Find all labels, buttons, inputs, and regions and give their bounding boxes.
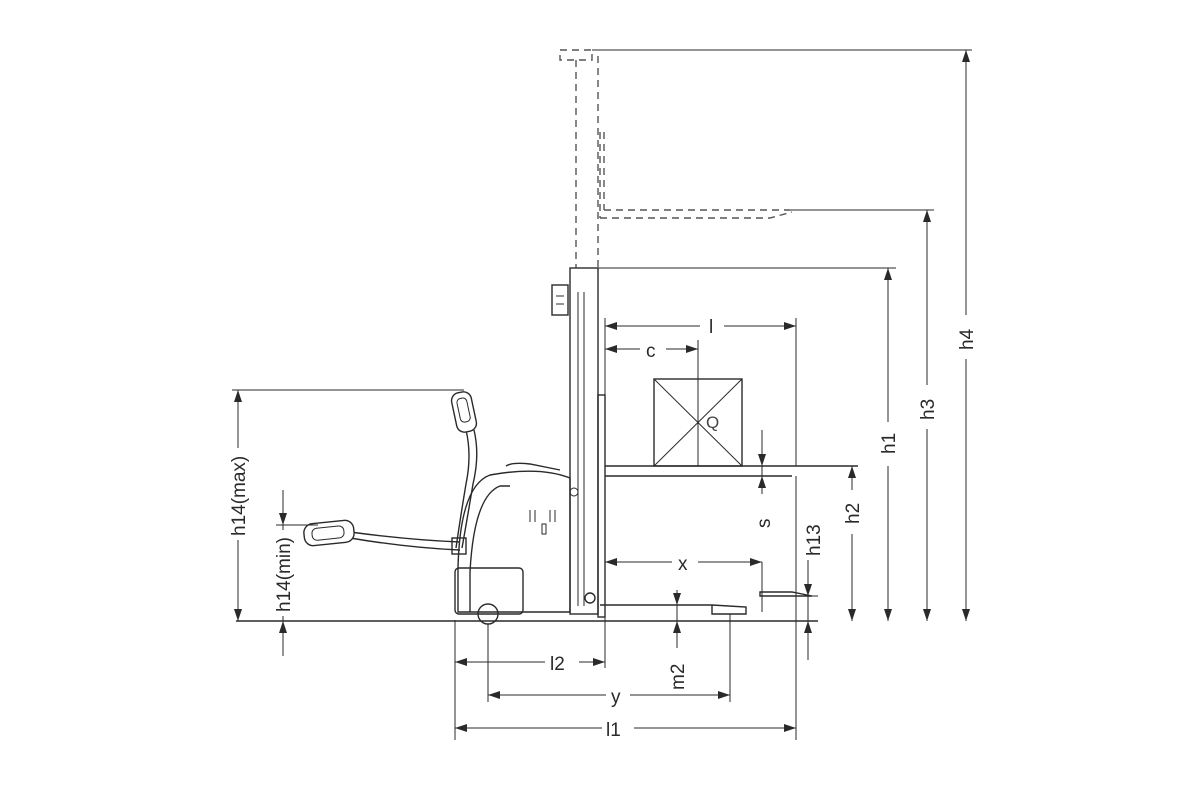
dim-m2: m2 [668, 590, 689, 690]
dim-h4: h4 [592, 49, 978, 621]
dim-y: y [487, 614, 731, 708]
label-h13: h13 [804, 524, 825, 556]
label-h14-max: h14(max) [229, 456, 250, 536]
raised-mast-outline [559, 49, 793, 268]
label-h14-min: h14(min) [274, 537, 295, 612]
label-y: y [611, 687, 621, 708]
load-label: Q [706, 413, 719, 432]
dim-l1: l1 [455, 476, 797, 741]
dim-l2: l2 [454, 614, 606, 740]
dim-x: x [605, 550, 763, 612]
dim-c: c [605, 338, 698, 362]
dim-h14-min: h14(min) [271, 490, 318, 656]
dim-h14-max: h14(max) [226, 389, 464, 621]
label-s: s [754, 519, 775, 529]
truck-body [454, 267, 858, 625]
load-box: Q [653, 340, 743, 467]
label-l1: l1 [606, 720, 621, 741]
label-h4: h4 [957, 328, 978, 350]
dim-l: l [604, 312, 797, 466]
label-h3: h3 [918, 399, 939, 420]
dim-h1: h1 [598, 267, 900, 621]
label-h2: h2 [843, 503, 864, 524]
label-x: x [678, 554, 688, 575]
dim-h3: h3 [790, 209, 939, 621]
dim-s: s [754, 430, 775, 528]
label-c: c [646, 341, 656, 362]
label-l2: l2 [550, 654, 565, 675]
label-m2: m2 [668, 664, 689, 690]
tiller-arm-max [450, 391, 478, 549]
label-l: l [709, 317, 713, 338]
tiller-arm-min [303, 519, 467, 555]
dim-h2: h2 [840, 466, 864, 621]
label-h1: h1 [879, 433, 900, 454]
dim-h13: h13 [796, 524, 825, 660]
